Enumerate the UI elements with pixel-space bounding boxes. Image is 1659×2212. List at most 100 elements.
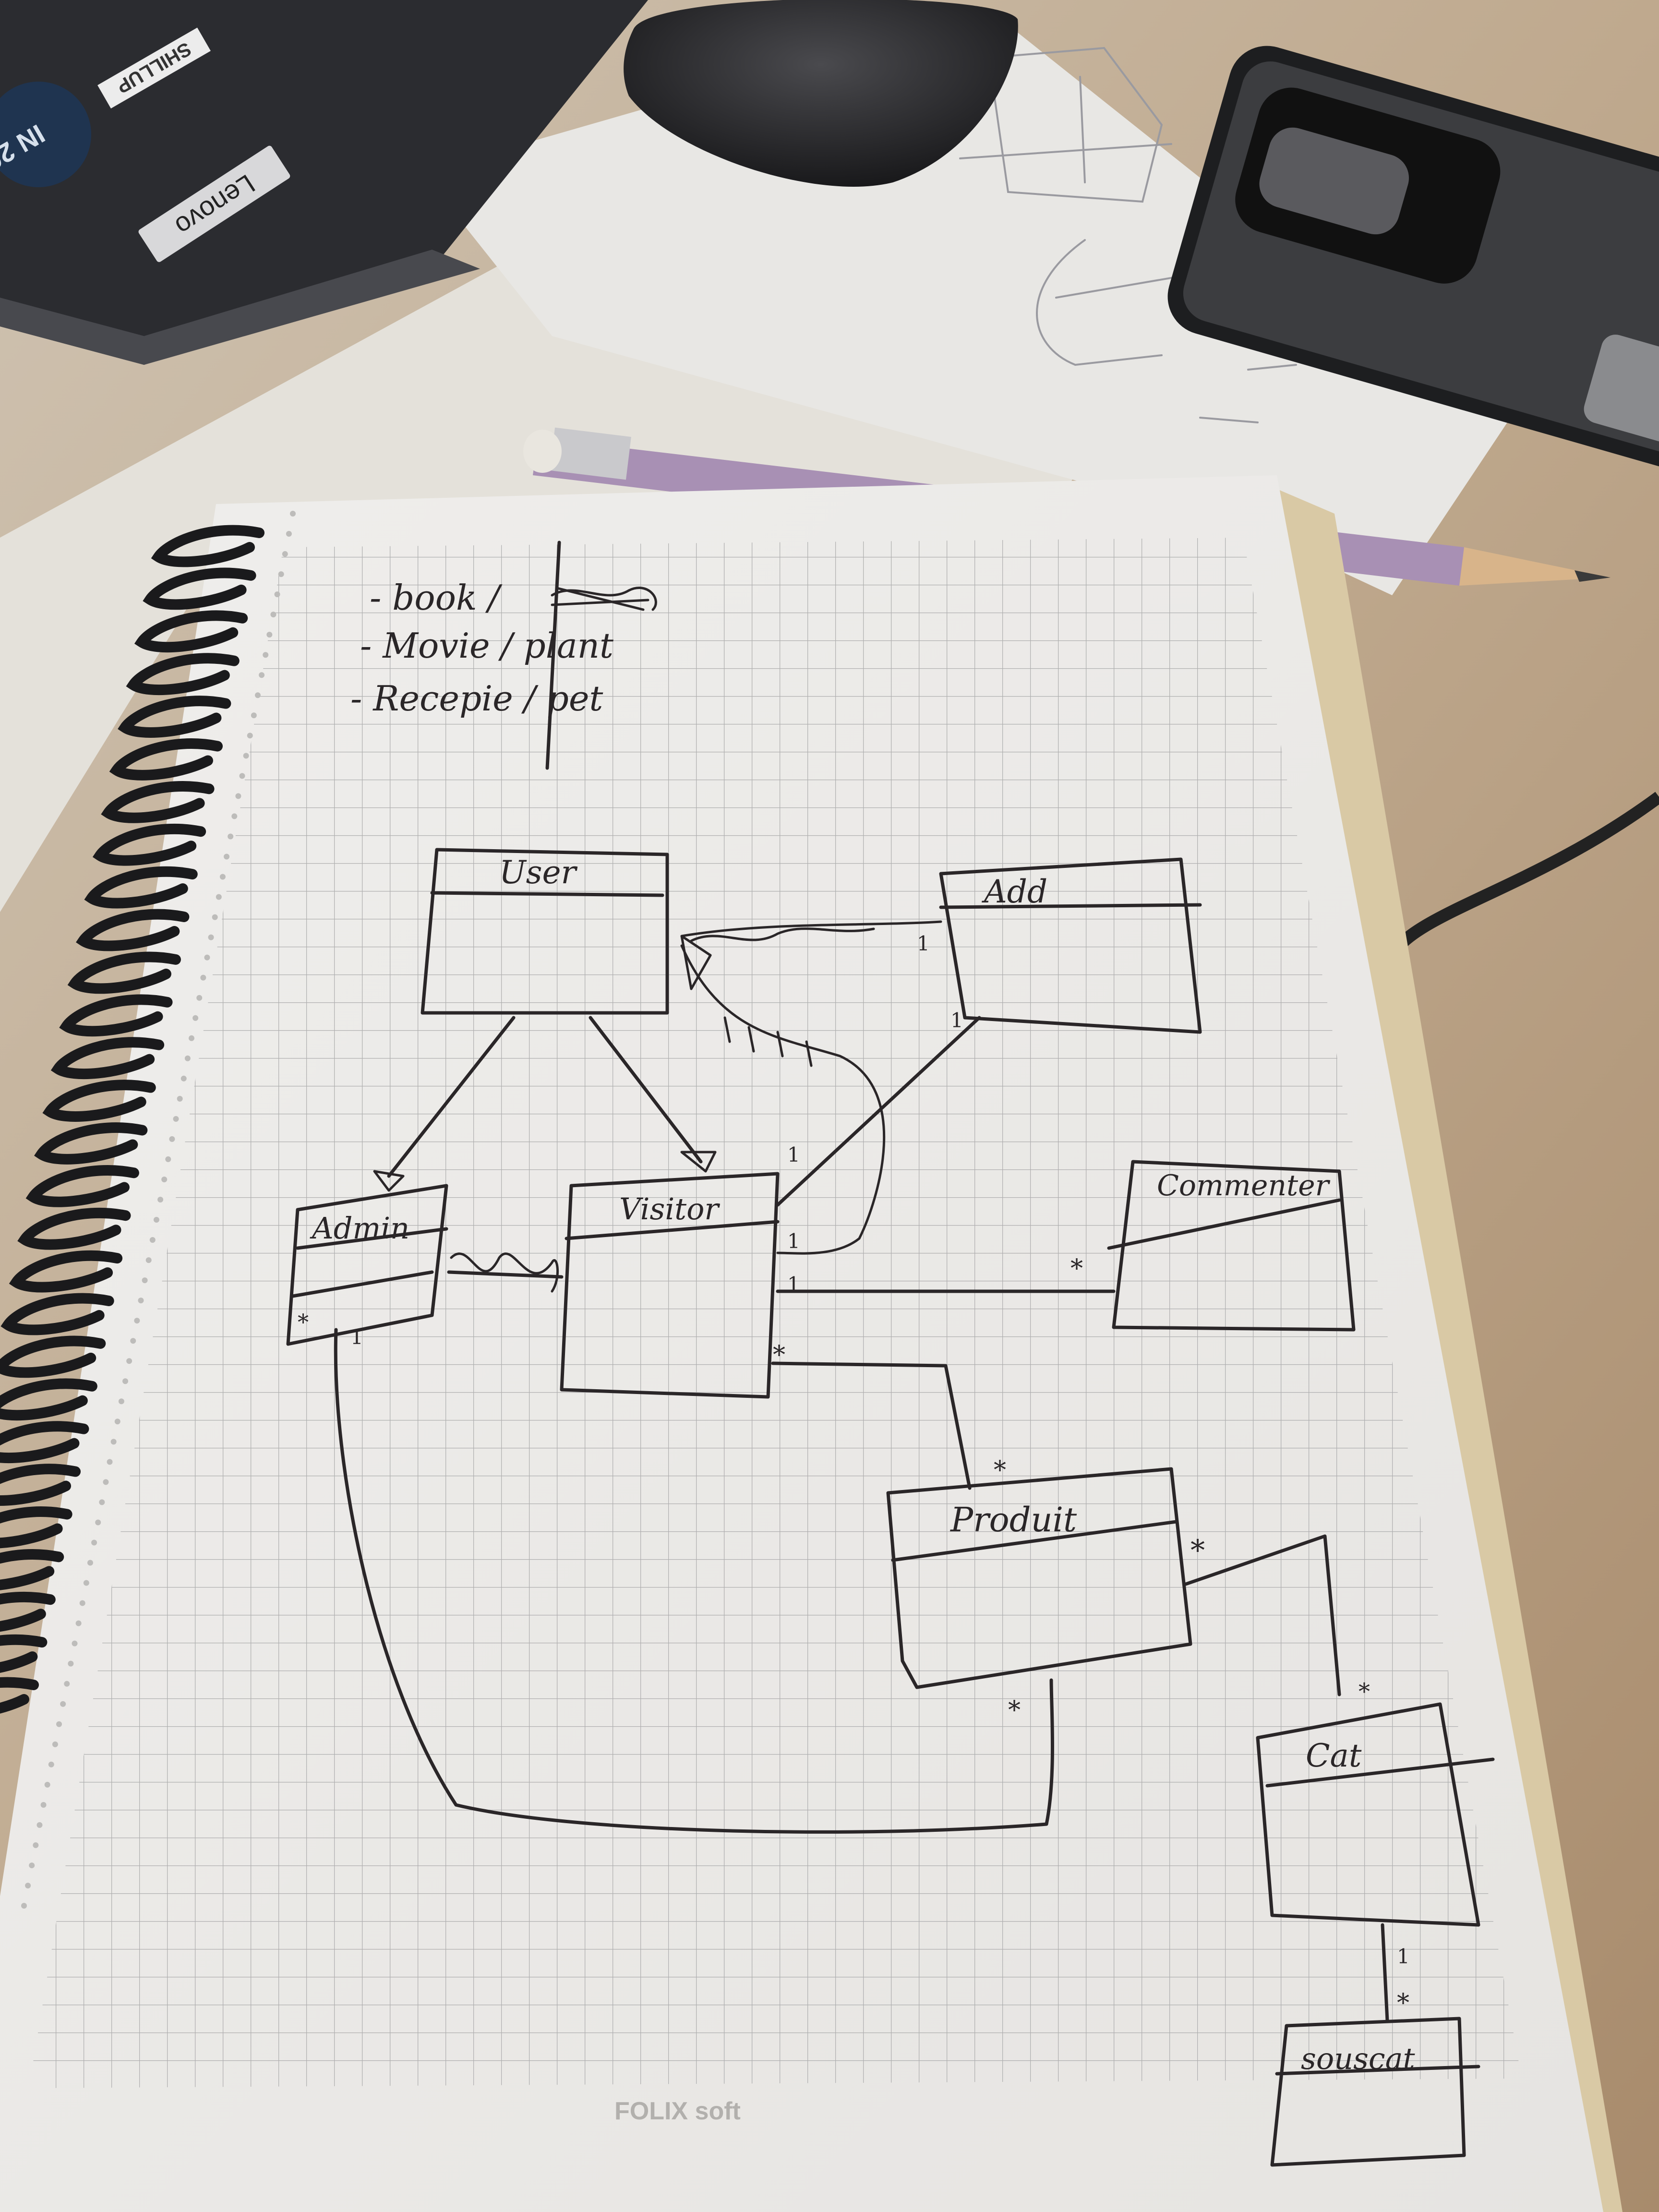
perforation-dot bbox=[180, 1075, 187, 1082]
phone-flash-panel bbox=[1584, 335, 1659, 446]
class-produit-name: Produit bbox=[950, 1500, 1077, 1539]
connector-admin-visitor bbox=[447, 1252, 564, 1293]
spiral-coil bbox=[101, 781, 215, 823]
perforation-dot bbox=[169, 1136, 175, 1142]
multiplicity-visitor-user: 1 bbox=[787, 1229, 800, 1253]
class-add: Add bbox=[939, 857, 1202, 1034]
class-admin-name: Admin bbox=[310, 1211, 409, 1246]
multiplicity-add-user: 1 bbox=[917, 932, 930, 955]
perforation-dot bbox=[270, 612, 276, 618]
perforation-dot bbox=[188, 1035, 194, 1041]
perforation-dot bbox=[161, 1176, 168, 1182]
perforation-dot bbox=[79, 1600, 85, 1606]
perforation-dot bbox=[274, 591, 280, 598]
perforation-dot bbox=[263, 652, 269, 658]
perforation-dot bbox=[177, 1095, 183, 1102]
perforation-dot bbox=[134, 1318, 140, 1324]
spiral-coil bbox=[50, 1037, 165, 1080]
perforation-dot bbox=[33, 1842, 39, 1848]
perforation-dot bbox=[110, 1439, 117, 1445]
perforation-dot bbox=[126, 1358, 132, 1364]
spiral-coil bbox=[0, 1549, 64, 1590]
multiplicity-cat-souscat: 1 bbox=[1397, 1945, 1410, 1968]
note-item: - Movie / plant bbox=[360, 625, 614, 666]
perforation-dot bbox=[44, 1781, 50, 1788]
perforation-dot bbox=[165, 1156, 171, 1162]
spiral-coil bbox=[0, 1634, 48, 1673]
class-cat: Cat bbox=[1256, 1702, 1495, 1927]
perforation-dot bbox=[208, 934, 214, 940]
perforation-dot bbox=[75, 1620, 82, 1626]
multiplicity-admin-left: * bbox=[298, 1309, 309, 1335]
perforation-dot bbox=[251, 712, 257, 719]
laptop-sticker bbox=[97, 27, 211, 108]
scribbled-paper bbox=[422, 10, 1507, 595]
multiplicity-labels: 1 1 1 1 1 * * * * 1 * * * 1 * bbox=[298, 932, 1410, 2018]
perforation-dot bbox=[118, 1398, 124, 1405]
perforation-dot bbox=[48, 1761, 54, 1767]
connector-user-admin bbox=[373, 1016, 516, 1192]
perforation-dot bbox=[192, 1015, 199, 1021]
class-produit: Produit bbox=[886, 1467, 1192, 1689]
perforation-dot bbox=[286, 531, 292, 537]
spiral-coil bbox=[25, 1165, 139, 1207]
spiral-coil bbox=[42, 1080, 156, 1122]
class-user: User bbox=[421, 848, 669, 1015]
laptop-edge bbox=[0, 250, 480, 365]
multiplicity-produit-admin: * bbox=[1008, 1696, 1021, 1725]
cable bbox=[1386, 792, 1659, 959]
spiral-coil bbox=[0, 1378, 97, 1421]
perforation-dot bbox=[157, 1196, 164, 1202]
multiplicity-add-visitor-visitor: 1 bbox=[787, 1143, 800, 1166]
perforation-dot bbox=[40, 1802, 47, 1808]
multiplicity-produit-cat: * bbox=[1190, 1534, 1205, 1567]
multiplicity-visitor-commenter: 1 bbox=[787, 1273, 800, 1296]
multiplicity-produit-visitor: * bbox=[994, 1456, 1006, 1485]
perforation-dot bbox=[228, 833, 234, 840]
class-commenter: Commenter bbox=[1107, 1160, 1356, 1332]
note-divider bbox=[545, 541, 561, 770]
spiral-coil bbox=[0, 1506, 72, 1549]
class-commenter-name: Commenter bbox=[1157, 1169, 1331, 1202]
class-visitor: Visitor bbox=[560, 1172, 780, 1399]
perforation-dot bbox=[145, 1257, 152, 1263]
perforation bbox=[21, 511, 296, 1909]
spiral-coil bbox=[9, 1250, 123, 1293]
spiral-coil bbox=[34, 1122, 148, 1165]
class-visitor-name: Visitor bbox=[619, 1191, 720, 1226]
multiplicity-add-visitor-add: 1 bbox=[950, 1009, 963, 1032]
scribble-out bbox=[551, 587, 657, 611]
perforation-dot bbox=[216, 894, 222, 900]
perforation-dot bbox=[95, 1519, 101, 1526]
perforation-dot bbox=[204, 954, 210, 961]
perforation-dot bbox=[25, 1882, 31, 1888]
perforation-dot bbox=[142, 1277, 148, 1284]
class-souscat: souscat bbox=[1270, 2017, 1480, 2167]
laptop-logo-plate bbox=[138, 145, 290, 262]
perforation-dot bbox=[87, 1560, 93, 1566]
class-add-name: Add bbox=[981, 873, 1047, 910]
multiplicity-souscat-cat: * bbox=[1397, 1989, 1409, 2018]
perforation-dot bbox=[239, 773, 245, 779]
perforation-dot bbox=[266, 632, 273, 638]
perforation-dot bbox=[219, 874, 226, 880]
class-cat-name: Cat bbox=[1306, 1737, 1362, 1774]
multiplicity-commenter-visitor: * bbox=[1070, 1254, 1083, 1283]
spiral-coil bbox=[0, 1591, 56, 1632]
spiral-coil bbox=[0, 1421, 89, 1464]
perforation-dot bbox=[103, 1479, 109, 1485]
perforation-dot bbox=[259, 672, 265, 678]
multiplicity-visitor-produit: * bbox=[773, 1341, 785, 1370]
perforation-dot bbox=[56, 1721, 62, 1727]
connector-add-user bbox=[680, 920, 942, 990]
perforation-dot bbox=[21, 1903, 27, 1909]
perforation-dot bbox=[247, 733, 253, 739]
perforation-dot bbox=[36, 1822, 43, 1828]
laptop-badge bbox=[0, 82, 91, 187]
perforation-dot bbox=[196, 995, 203, 1001]
perforation-dot bbox=[200, 974, 206, 981]
spiral-coil bbox=[134, 610, 248, 653]
spiral-coil bbox=[59, 994, 173, 1037]
perforation-dot bbox=[212, 914, 218, 920]
